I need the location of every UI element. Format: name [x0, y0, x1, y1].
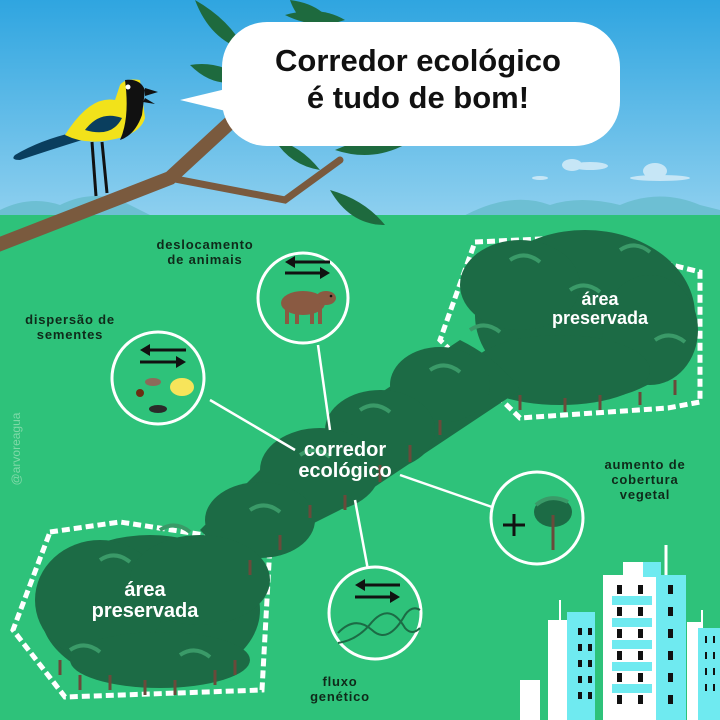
- headline-line2: é tudo de bom!: [306, 80, 530, 116]
- benefit-circle-dna: [327, 565, 423, 661]
- label-line: ecológico: [298, 460, 392, 482]
- label-line: vegetal: [619, 486, 671, 502]
- benefit-circle-vegetation: [489, 470, 585, 566]
- preserved-area-label-bottom: área preservada: [80, 580, 210, 622]
- preserved-area-outline-bottom: [10, 519, 273, 700]
- label-gene-flow: fluxo genético: [295, 674, 385, 705]
- label-line: preservada: [91, 600, 199, 622]
- preserved-area-label-top: área preservada: [535, 290, 665, 328]
- connector-lines: [209, 344, 493, 571]
- city-buildings: [520, 545, 720, 720]
- tree-trunks: [58, 380, 677, 695]
- benefit-circle-seeds: [110, 330, 206, 426]
- label-line: aumento de: [604, 457, 686, 472]
- label-line: sementes: [36, 326, 104, 342]
- bird: [13, 79, 158, 197]
- clouds: [532, 159, 690, 181]
- headline-line1: Corredor ecológico: [275, 43, 561, 78]
- label-line: dispersão de: [25, 312, 115, 327]
- label-line: de animais: [167, 251, 243, 267]
- benefit-circle-animals: [256, 251, 350, 345]
- label-line: área: [581, 289, 619, 309]
- label-line: deslocamento: [156, 237, 254, 252]
- forest: [35, 230, 698, 688]
- speech-bubble-text: Corredor ecológico é tudo de bom!: [228, 42, 608, 116]
- label-line: fluxo: [322, 674, 358, 689]
- label-animal-movement: deslocamento de animais: [135, 237, 275, 268]
- forest-highlights: [68, 243, 687, 659]
- label-line: corredor: [303, 439, 387, 461]
- label-seed-dispersal: dispersão de sementes: [15, 312, 125, 343]
- label-line: preservada: [551, 307, 649, 328]
- label-line: área: [124, 579, 166, 601]
- corridor-label: corredor ecológico: [280, 440, 410, 482]
- label-line: genético: [310, 688, 370, 704]
- label-vegetation-increase: aumento de cobertura vegetal: [585, 457, 705, 503]
- watermark: @arvoreagua: [9, 412, 23, 486]
- label-line: cobertura: [611, 471, 679, 487]
- speech-bubble: [180, 22, 620, 146]
